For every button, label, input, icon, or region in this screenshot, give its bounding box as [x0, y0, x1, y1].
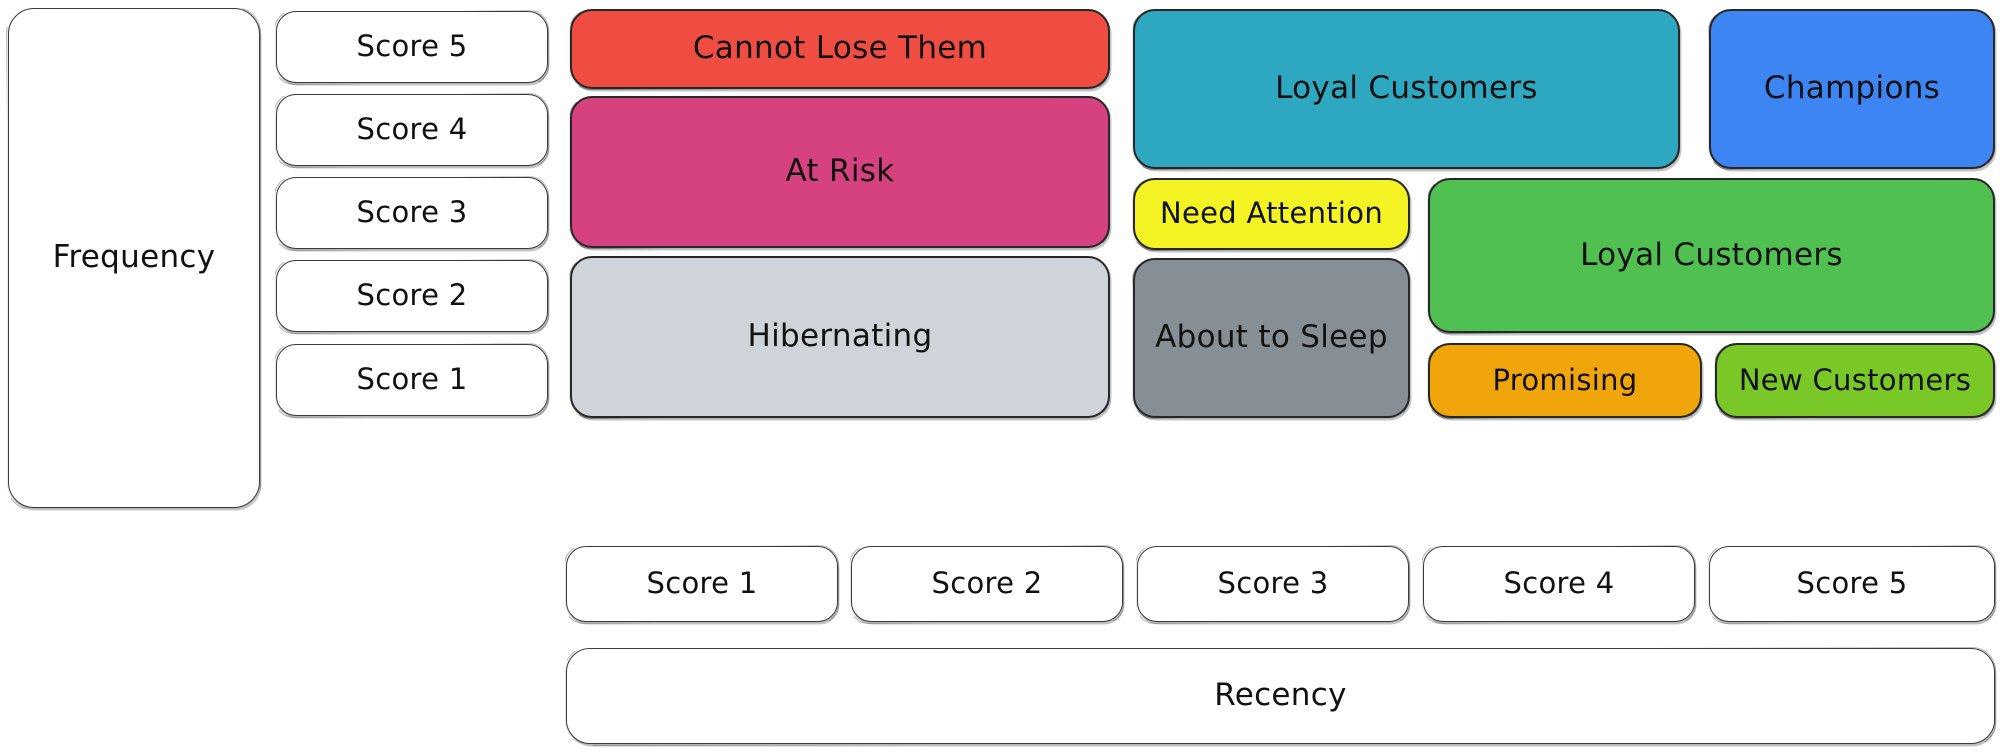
segment-loyal-customers-green[interactable]: Loyal Customers: [1428, 178, 1995, 333]
recency-score-5[interactable]: Score 5: [1709, 546, 1995, 622]
segment-cannot-lose-them[interactable]: Cannot Lose Them: [570, 9, 1110, 89]
segment-need-attention[interactable]: Need Attention: [1133, 178, 1410, 250]
recency-score-4[interactable]: Score 4: [1423, 546, 1695, 622]
recency-axis-label: Recency: [566, 648, 1995, 744]
frequency-score-4[interactable]: Score 4: [276, 94, 548, 166]
recency-score-3[interactable]: Score 3: [1137, 546, 1409, 622]
segment-new-customers[interactable]: New Customers: [1715, 343, 1995, 418]
segment-promising[interactable]: Promising: [1428, 343, 1702, 418]
segment-about-to-sleep[interactable]: About to Sleep: [1133, 258, 1410, 418]
segment-hibernating[interactable]: Hibernating: [570, 256, 1110, 418]
segment-at-risk[interactable]: At Risk: [570, 96, 1110, 248]
frequency-score-1[interactable]: Score 1: [276, 344, 548, 416]
frequency-score-3[interactable]: Score 3: [276, 177, 548, 249]
segment-champions[interactable]: Champions: [1709, 9, 1995, 169]
recency-score-2[interactable]: Score 2: [851, 546, 1123, 622]
recency-score-1[interactable]: Score 1: [566, 546, 838, 622]
frequency-score-5[interactable]: Score 5: [276, 11, 548, 83]
segment-loyal-customers-teal[interactable]: Loyal Customers: [1133, 9, 1680, 169]
frequency-axis-label: Frequency: [8, 8, 260, 508]
frequency-score-2[interactable]: Score 2: [276, 260, 548, 332]
